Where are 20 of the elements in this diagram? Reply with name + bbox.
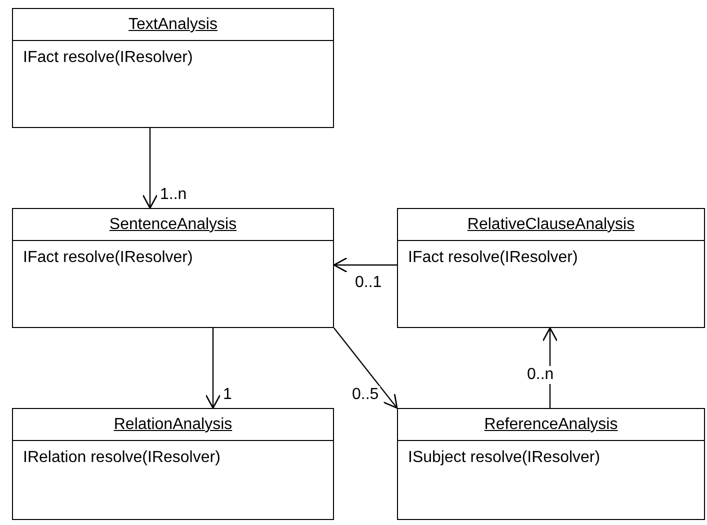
- association-arrow: [334, 328, 398, 409]
- class-name: RelativeClauseAnalysis: [398, 209, 704, 241]
- method-signature: IFact resolve(IResolver): [23, 249, 193, 267]
- class-name: SentenceAnalysis: [13, 209, 333, 241]
- class-name: RelationAnalysis: [13, 409, 333, 441]
- class-box: [12, 408, 334, 520]
- class-name: ReferenceAnalysis: [398, 409, 704, 441]
- method-signature: IRelation resolve(IResolver): [23, 449, 220, 467]
- method-signature: IFact resolve(IResolver): [23, 49, 193, 67]
- method-signature: ISubject resolve(IResolver): [408, 449, 600, 467]
- association-arrow: [333, 257, 397, 273]
- method-signature: IFact resolve(IResolver): [408, 249, 578, 267]
- association-arrow: [142, 128, 158, 209]
- class-box: [397, 208, 705, 328]
- multiplicity-label: 0..n: [526, 366, 555, 384]
- class-name: TextAnalysis: [13, 9, 333, 41]
- class-box: [397, 408, 705, 520]
- class-box: [12, 208, 334, 328]
- association-arrow: [205, 328, 221, 409]
- class-box: [12, 8, 334, 128]
